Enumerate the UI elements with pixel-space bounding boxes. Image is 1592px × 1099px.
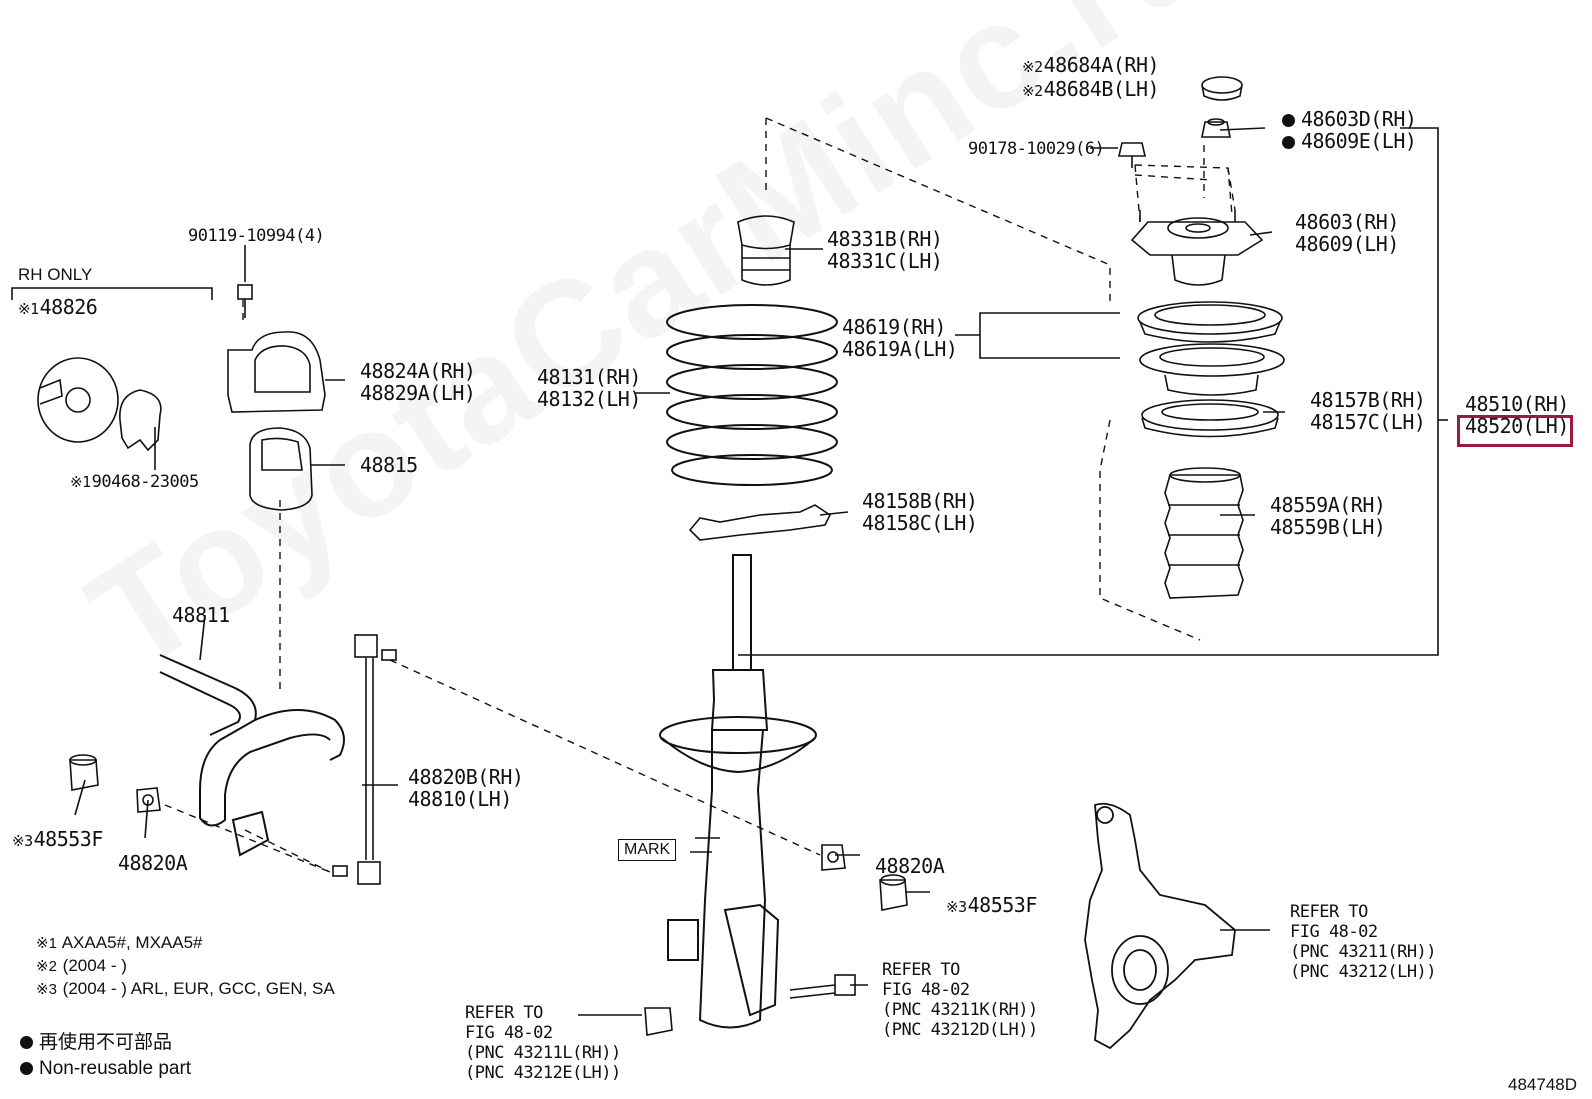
label-48820a-right[interactable]: 48820A [875,854,945,878]
legend: 再使用不可部品 Non-reusable part [20,1030,191,1082]
mark-ref: ※1 [18,300,39,318]
mark-ref: ※2 [1022,58,1043,76]
label-48131[interactable]: 48131(RH) 48132(LH) [537,365,641,411]
strut-mount-part [1130,210,1264,286]
label-48684[interactable]: ※248684A(RH) ※248684B(LH) [1022,53,1160,101]
label-48559[interactable]: 48559A(RH) 48559B(LH) [1270,493,1386,539]
stabilizer-bar-part [159,654,345,857]
lower-spring-seat-part [688,504,832,541]
figure-code: 484748D [1508,1075,1578,1094]
bolt-bottom-part [789,974,856,999]
cap-part [1201,76,1243,101]
label-48820b[interactable]: 48820B(RH) 48810(LH) [408,765,524,811]
label-48331[interactable]: 48331B(RH) 48331C(LH) [827,227,943,273]
non-reusable-dot-icon [20,1036,33,1049]
label-48157[interactable]: 48157B(RH) 48157C(LH) [1310,388,1426,434]
bolt-part [1117,142,1147,168]
dashed-guides [164,117,1236,873]
label-48158[interactable]: 48158B(RH) 48158C(LH) [862,489,978,535]
label-48619[interactable]: 48619(RH) 48619A(LH) [842,315,958,361]
label-48510[interactable]: 48510(RH) 48520(LH) [1465,392,1569,438]
label-48603d[interactable]: 48603D(RH) 48609E(LH) [1282,108,1417,152]
mark-box: MARK [618,839,677,861]
nut-48820a-right-part [821,844,846,871]
highlighted-part-number: 48520(LH) [1465,414,1569,438]
highlight-box [1457,415,1573,447]
bump-stop-part [737,215,795,286]
label-48826[interactable]: ※148826 [18,295,98,319]
label-90468[interactable]: ※190468-23005 [70,472,199,492]
mark-ref: ※1 [70,473,91,491]
mark-ref: ※3 [946,898,967,916]
mark-ref: ※2 [1022,82,1043,100]
strut-assembly-part [659,554,817,1029]
bolt-90119-part [237,284,253,318]
non-reusable-dot-icon [1282,136,1295,149]
nut-48553f-left-part [69,754,99,791]
label-90119[interactable]: 90119-10994(4) [188,226,325,246]
footnotes: ※1 AXAA5#, MXAA5# ※2 (2004 - ) ※3 (2004 … [36,933,335,998]
label-48553f-left[interactable]: ※348553F [12,827,103,851]
refer-bottom[interactable]: REFER TO FIG 48-02 (PNC 43211L(RH)) (PNC… [465,1003,621,1083]
label-48811[interactable]: 48811 [172,603,230,627]
nut-48820a-left-part [136,787,161,813]
coil-spring-part [666,304,838,486]
label-90178[interactable]: 90178-10029(6) [968,139,1105,159]
mark-ref: ※3 [12,832,33,850]
bushing-part [249,427,313,511]
label-48603[interactable]: 48603(RH) 48609(LH) [1295,210,1399,256]
spring-seat-lower [1139,343,1285,396]
refer-right[interactable]: REFER TO FIG 48-02 (PNC 43211(RH)) (PNC … [1290,902,1437,982]
non-reusable-dot-icon [20,1062,33,1075]
dust-boot-part [1164,467,1244,599]
leader-lines [11,127,1448,1016]
washer-48826-part [37,357,119,443]
rh-only-title: RH ONLY [18,265,93,284]
steering-knuckle-part [1084,802,1236,1050]
label-48815[interactable]: 48815 [360,453,418,477]
refer-mid[interactable]: REFER TO FIG 48-02 (PNC 43211K(RH)) (PNC… [882,960,1038,1040]
nut-part [1201,118,1231,138]
bracket-part [227,331,326,413]
label-48824[interactable]: 48824A(RH) 48829A(LH) [360,359,476,405]
clip-90468-part [119,389,162,452]
nut-48553f-right-part [879,874,908,911]
nut-bottom-part [644,1007,673,1036]
label-48820a-left[interactable]: 48820A [118,851,188,875]
insulator-part [1141,399,1279,438]
label-48553f-right[interactable]: ※348553F [946,893,1037,917]
stabilizer-link-part [332,634,397,885]
spring-seat-upper [1137,301,1283,343]
non-reusable-dot-icon [1282,114,1295,127]
